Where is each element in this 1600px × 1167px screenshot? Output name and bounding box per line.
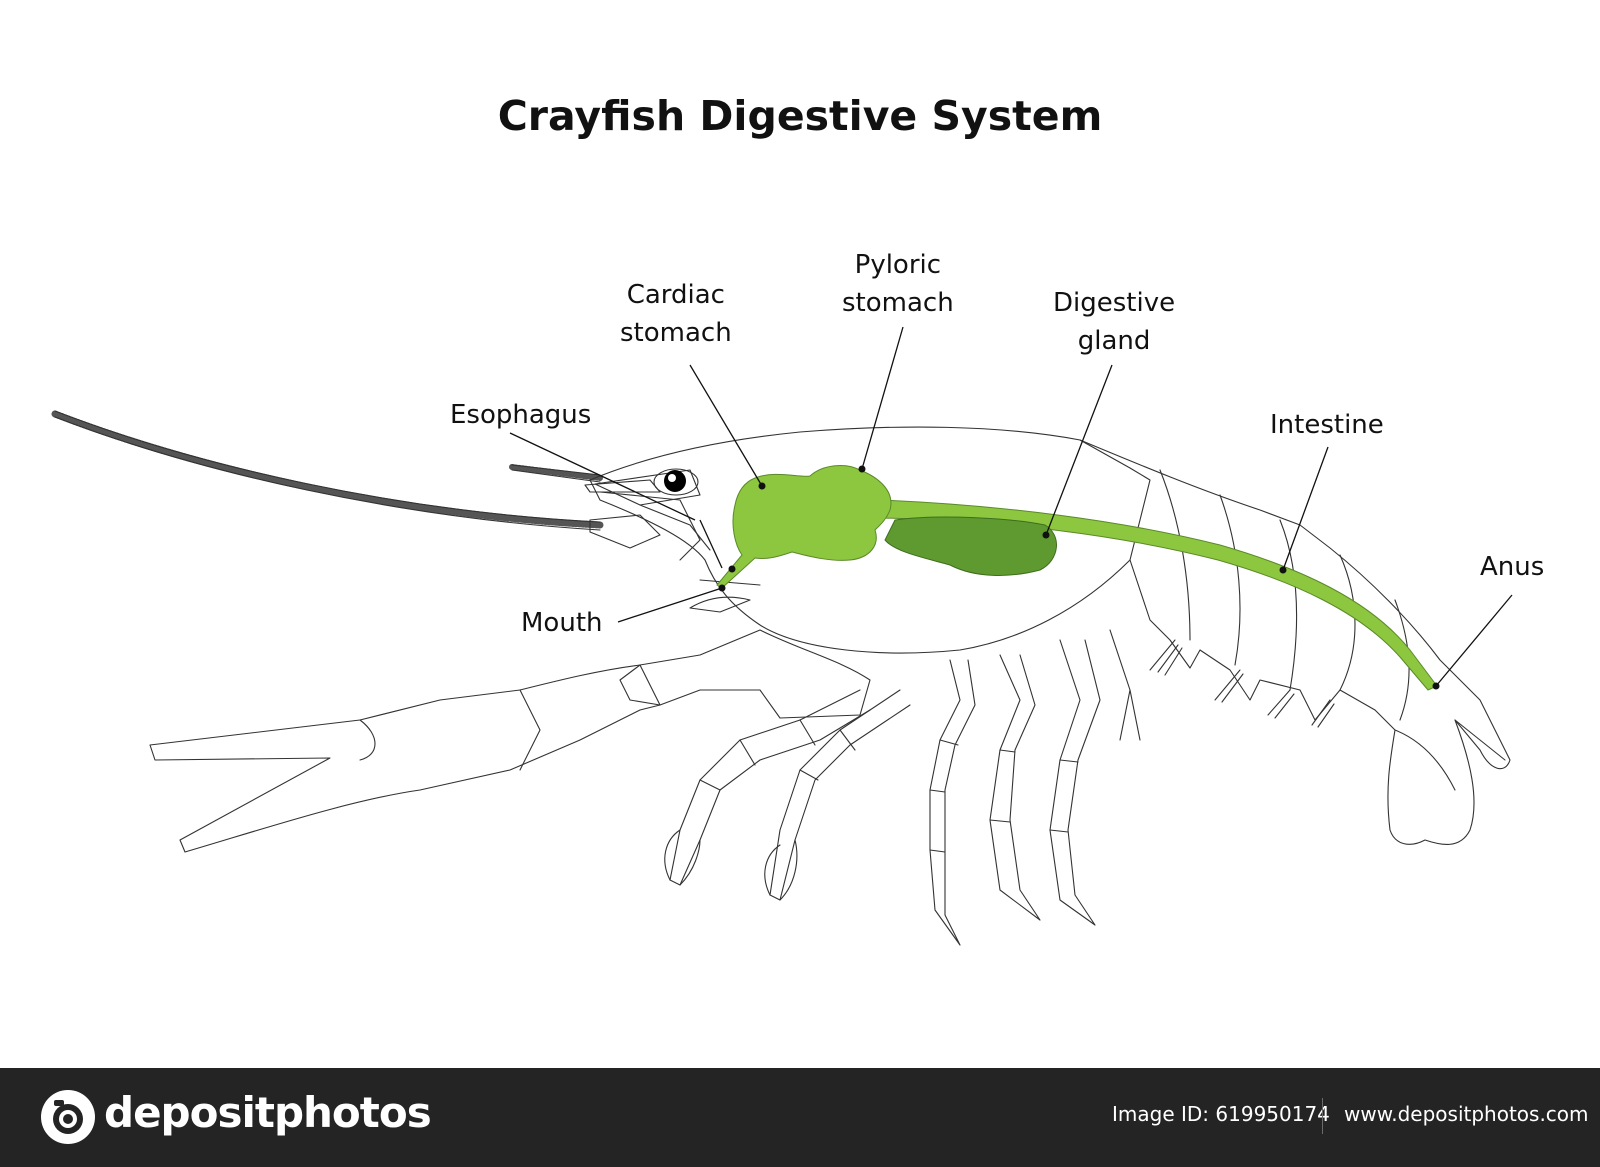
brand-logo-text: depositphotos bbox=[104, 1088, 432, 1137]
label-pyloric-stomach: Pyloric stomach bbox=[842, 250, 954, 318]
image-id: Image ID: 619950174 bbox=[1112, 1102, 1330, 1126]
crayfish-illustration bbox=[51, 326, 1513, 946]
watermark-footer: depositphotos Image ID: 619950174 www.de… bbox=[0, 1068, 1600, 1167]
antennule bbox=[509, 464, 661, 493]
label-mouth: Mouth bbox=[521, 608, 603, 638]
digestive-system bbox=[716, 464, 1438, 691]
label-intestine: Intestine bbox=[1270, 410, 1384, 440]
walking-legs bbox=[664, 629, 1141, 946]
label-digestive-gland: Digestive gland bbox=[1053, 288, 1176, 356]
label-anus: Anus bbox=[1480, 552, 1545, 582]
leader-lines bbox=[509, 326, 1513, 687]
carapace bbox=[589, 426, 1151, 654]
footer-divider bbox=[1322, 1098, 1323, 1134]
eye bbox=[653, 468, 699, 496]
camera-logo-icon bbox=[41, 1090, 95, 1144]
claw bbox=[149, 629, 871, 853]
site-url: www.depositphotos.com bbox=[1344, 1102, 1589, 1126]
label-cardiac-stomach: Cardiac stomach bbox=[620, 280, 732, 348]
diagram-canvas: Crayfish Digestive System Cardiac stomac… bbox=[51, 92, 1545, 946]
digestive-gland-shape bbox=[884, 516, 1057, 576]
long-antenna bbox=[51, 410, 661, 549]
stomach-shape bbox=[716, 464, 892, 589]
label-dots bbox=[718, 465, 1440, 690]
abdomen bbox=[1079, 439, 1511, 845]
page-title: Crayfish Digestive System bbox=[497, 92, 1103, 140]
label-esophagus: Esophagus bbox=[450, 400, 592, 430]
